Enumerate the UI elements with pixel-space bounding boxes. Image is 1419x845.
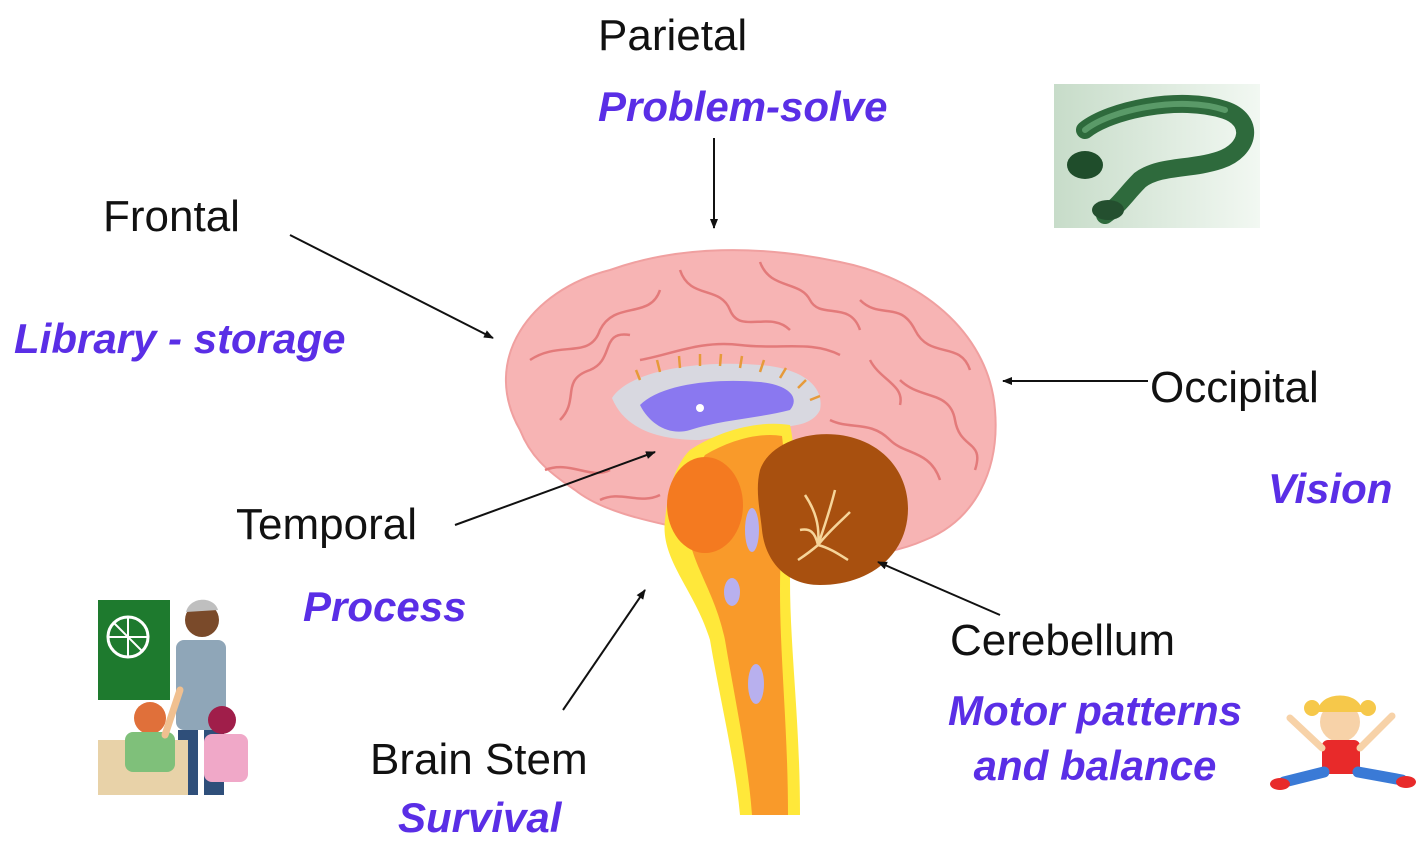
jumping-child-icon: [1270, 696, 1416, 791]
function-cerebellum-line1: Motor patterns: [922, 690, 1268, 732]
question-mark-icon: [1054, 84, 1260, 228]
label-occipital: Occipital: [1150, 366, 1319, 410]
function-cerebellum-line2: and balance: [922, 745, 1268, 787]
label-cerebellum: Cerebellum: [950, 619, 1175, 663]
label-brainstem: Brain Stem: [370, 738, 588, 782]
cerebellum: [758, 434, 908, 585]
label-temporal: Temporal: [236, 503, 417, 547]
label-frontal: Frontal: [103, 195, 240, 239]
function-temporal: Process: [303, 586, 466, 628]
label-parietal: Parietal: [598, 14, 747, 58]
arrow-cerebellum: [878, 562, 1000, 615]
teacher-classroom-icon: [98, 600, 248, 795]
function-frontal: Library - storage: [14, 318, 345, 360]
function-parietal: Problem-solve: [598, 86, 887, 128]
function-occipital: Vision: [1268, 468, 1392, 510]
function-brainstem: Survival: [398, 797, 561, 839]
arrow-brainstem: [563, 590, 645, 710]
